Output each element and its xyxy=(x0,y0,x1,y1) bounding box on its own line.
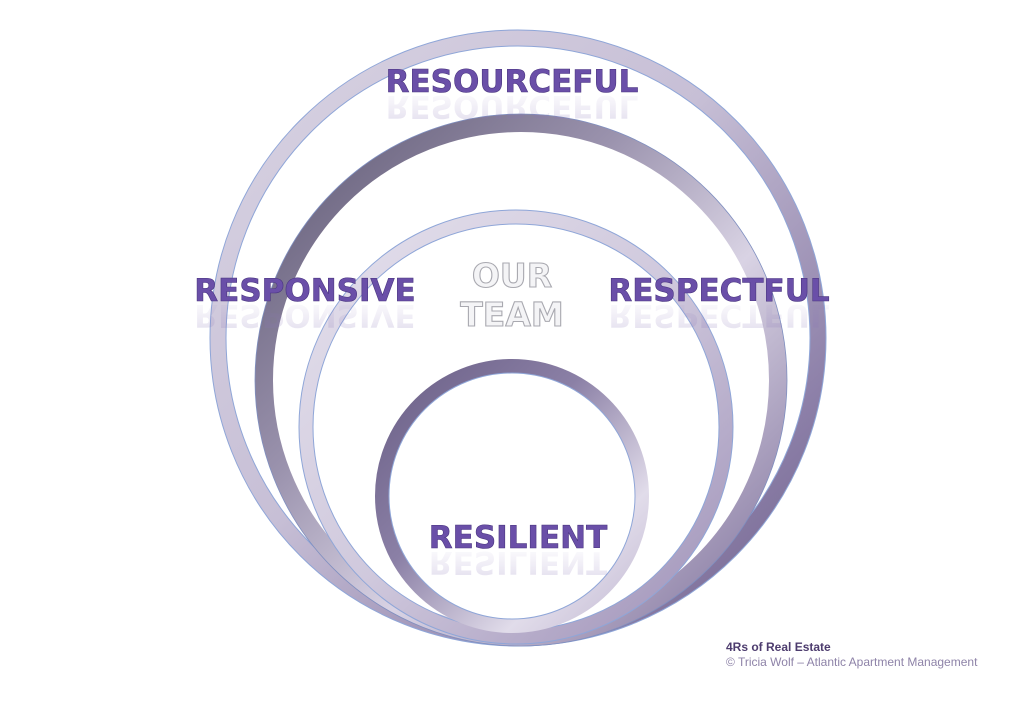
center-label-line1: OUR xyxy=(472,256,552,295)
label-respectful: RESPECTFUL RESPECTFUL xyxy=(608,273,830,333)
inner-ring xyxy=(375,359,649,633)
label-resilient-text: RESILIENT xyxy=(429,520,607,556)
third-ring xyxy=(298,209,734,645)
center-label-line2: TEAM xyxy=(460,295,563,334)
footer-credit: © Tricia Wolf – Atlantic Apartment Manag… xyxy=(726,655,978,669)
center-label: OUR TEAM xyxy=(460,255,565,334)
footer-caption: 4Rs of Real Estate © Tricia Wolf – Atlan… xyxy=(726,640,977,670)
label-responsive: RESPONSIVE RESPONSIVE xyxy=(194,273,416,333)
svg-text:RESILIENT: RESILIENT xyxy=(429,544,607,580)
label-resourceful-text: RESOURCEFUL xyxy=(386,64,639,100)
svg-text:RESPECTFUL: RESPECTFUL xyxy=(608,297,829,333)
svg-text:RESOURCEFUL: RESOURCEFUL xyxy=(386,88,639,124)
svg-text:RESPONSIVE: RESPONSIVE xyxy=(194,297,415,333)
footer-title: 4Rs of Real Estate xyxy=(726,640,831,654)
label-resilient: RESILIENT RESILIENT xyxy=(428,520,607,580)
label-responsive-text: RESPONSIVE xyxy=(194,273,415,309)
label-resourceful: RESOURCEFUL RESOURCEFUL xyxy=(385,64,639,124)
label-respectful-text: RESPECTFUL xyxy=(608,273,829,309)
